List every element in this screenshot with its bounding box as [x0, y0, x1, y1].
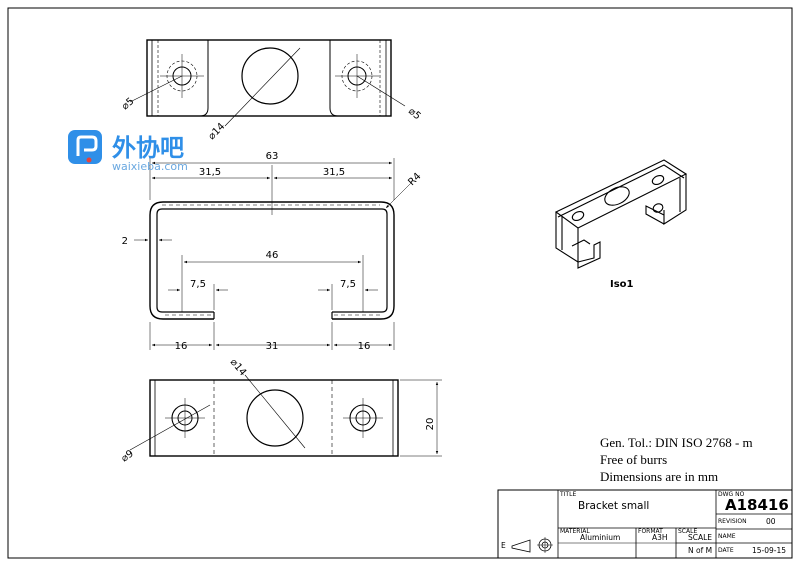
bottom-view	[129, 374, 442, 457]
date-header: DATE	[718, 547, 734, 554]
title-value: Bracket small	[578, 500, 649, 512]
projection-letter: E	[501, 541, 506, 550]
front-dim-bottom-mid: 31	[266, 341, 279, 352]
top-dia-right: ⌀5	[406, 106, 423, 122]
bottom-dim-height: 20	[425, 418, 436, 431]
revision-header: REVISION	[718, 518, 747, 525]
front-view	[134, 158, 413, 350]
front-dim-radius: R4	[406, 171, 423, 188]
format-value: A3H	[652, 533, 668, 542]
sheet-value: N of M	[688, 546, 712, 555]
front-dim-thickness: 2	[122, 236, 128, 247]
name-header: NAME	[718, 533, 736, 540]
front-dim-inner: 46	[266, 250, 279, 261]
front-dim-flange-right: 7,5	[340, 279, 356, 290]
projection-symbol-icon	[511, 537, 553, 553]
revision-value: 00	[766, 517, 776, 526]
top-view	[129, 39, 406, 127]
brand-text: 外协吧	[112, 134, 184, 162]
title-block	[497, 489, 793, 559]
material-value: Aluminium	[580, 533, 620, 542]
note-units: Dimensions are in mm	[600, 469, 718, 484]
iso-view	[554, 159, 688, 269]
top-dia-left: ⌀5	[120, 96, 137, 112]
front-dim-bottom-right: 16	[358, 341, 371, 352]
scale-header: SCALE	[678, 528, 697, 535]
front-dim-bottom-left: 16	[175, 341, 188, 352]
sheet-border	[7, 7, 793, 559]
front-dim-half-left: 31,5	[199, 167, 221, 178]
general-notes: Gen. Tol.: DIN ISO 2768 - m Free of burr…	[600, 435, 753, 484]
front-dim-half-right: 31,5	[323, 167, 345, 178]
scale-value: SCALE	[688, 533, 712, 542]
material-header: MATERIAL	[560, 528, 590, 535]
note-burrs: Free of burrs	[600, 452, 667, 467]
iso-label: Iso1	[610, 279, 634, 290]
front-dim-overall: 63	[266, 151, 279, 162]
brand-url: waixieba.com	[112, 160, 188, 173]
brand-logo-icon	[68, 130, 102, 164]
date-value: 15-09-15	[752, 546, 786, 555]
top-dia-center: ⌀14	[206, 121, 227, 142]
drawing-number: A18416	[725, 496, 789, 514]
bottom-dia-left: ⌀9	[119, 448, 135, 464]
title-header: TITLE	[559, 491, 576, 498]
note-tolerance: Gen. Tol.: DIN ISO 2768 - m	[600, 435, 753, 450]
format-header: FORMAT	[638, 528, 663, 535]
drawing-number-header: DWG NO	[718, 491, 745, 498]
front-dim-flange-left: 7,5	[190, 279, 206, 290]
watermark: 外协吧 waixieba.com	[68, 130, 188, 173]
